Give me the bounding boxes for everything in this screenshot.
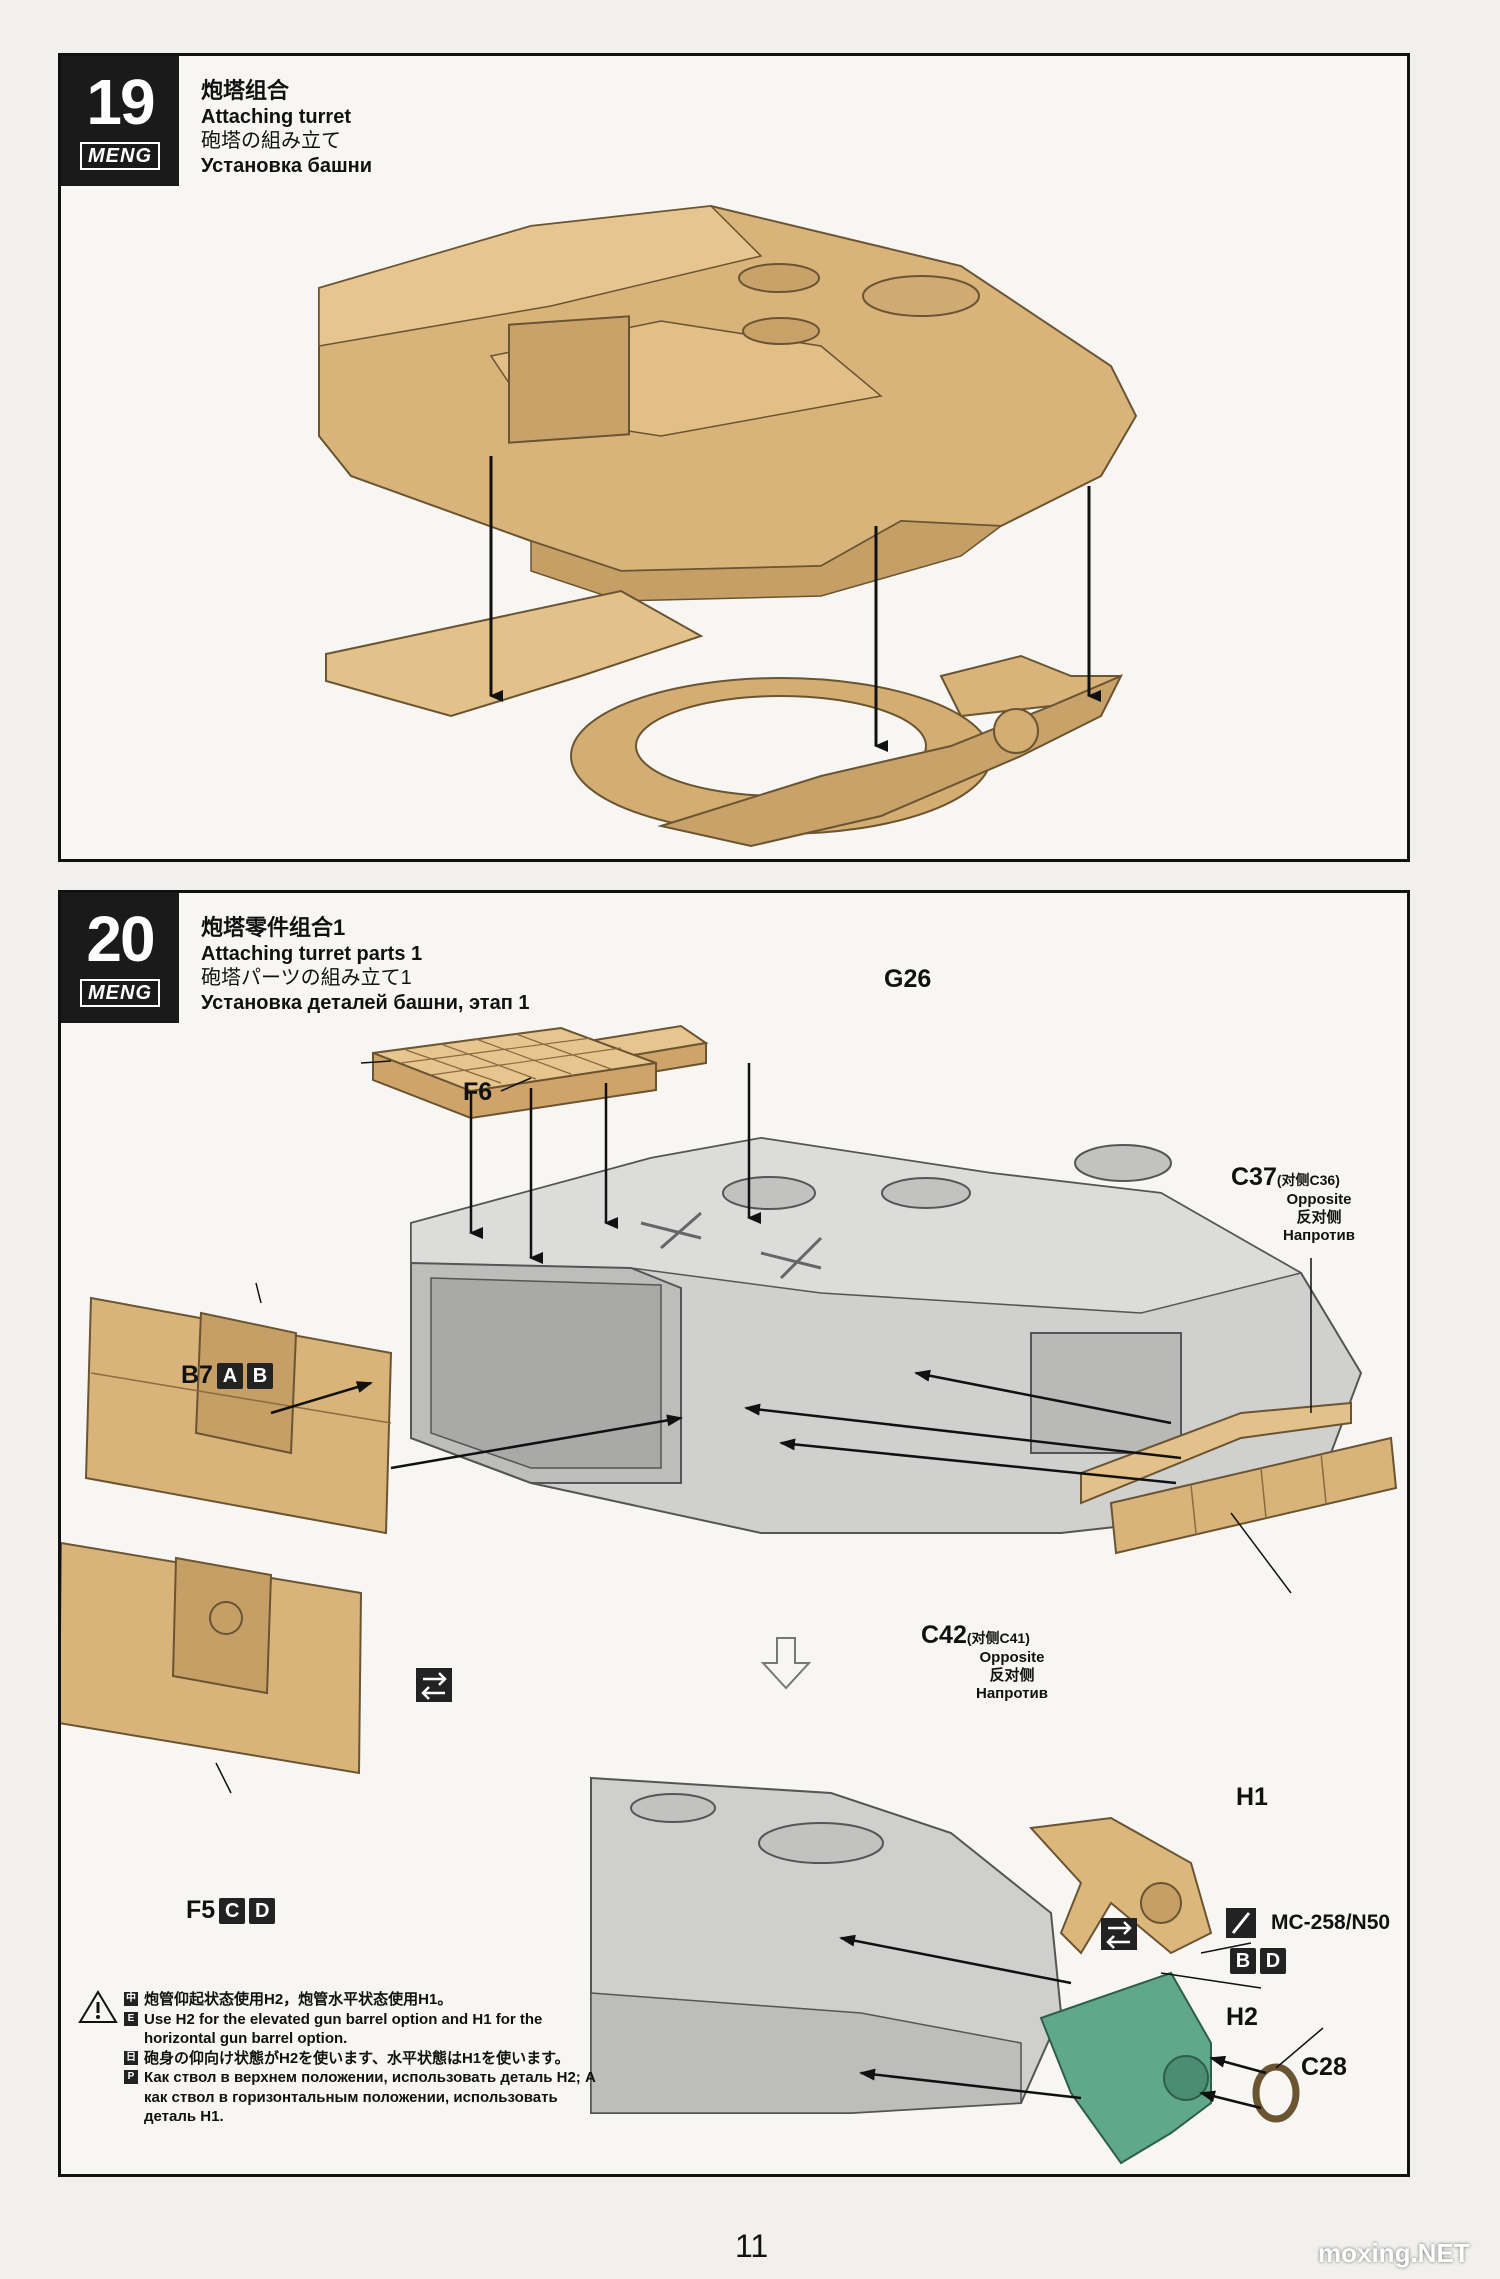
- version-badge: D: [249, 1898, 276, 1925]
- step-20-title-ja: 砲塔パーツの組み立て1: [201, 967, 412, 990]
- part-f5: [61, 1541, 363, 1775]
- step-19-title-ru: Установка башни: [201, 154, 373, 177]
- step-20-illustration: [61, 1024, 1398, 2165]
- note-en: Use H2 for the elevated gun barrel optio…: [144, 2010, 543, 2048]
- opposite-ru: Напротив: [976, 1685, 1048, 1702]
- note-ru: Как ствол в верхнем положении, использов…: [144, 2069, 596, 2125]
- step-19-title-en: Attaching turret: [201, 105, 351, 128]
- opposite-ru: Напротив: [1283, 1227, 1355, 1244]
- part-b7: [84, 1296, 393, 1535]
- label-c37-opposite: Opposite 反对侧 Напротив: [1283, 1191, 1355, 1245]
- step-19-title-ja: 砲塔の組み立て: [201, 130, 341, 153]
- step-20-titles: 炮塔零件组合1 Attaching turret parts 1 砲塔パーツの組…: [201, 915, 530, 1015]
- step-20-title-zh: 炮塔零件组合1: [201, 915, 346, 940]
- step-19-panel: 19 MENG 炮塔组合 Attaching turret 砲塔の組み立て Ус…: [58, 53, 1410, 862]
- opposite-zh: 反对侧: [1296, 1209, 1342, 1226]
- note-zh: 炮管仰起状态使用H2，炮管水平状态使用H1。: [144, 1991, 453, 2008]
- label-h2: H2: [1226, 2003, 1258, 2031]
- label-c37: C37(对侧C36): [1231, 1163, 1340, 1192]
- label-c42-number: C42: [921, 1621, 967, 1649]
- page-number: 11: [735, 2228, 769, 2264]
- label-f6: F6: [463, 1078, 493, 1106]
- label-c28: C28: [1301, 2053, 1347, 2081]
- version-badge: D: [1260, 1948, 1286, 1975]
- step-20-badge: 20 MENG: [61, 893, 179, 1023]
- step-19-titles: 炮塔组合 Attaching turret 砲塔の組み立て Установка …: [201, 78, 372, 178]
- turret-grey-body: [410, 1136, 1363, 1534]
- warning-icon: [78, 1990, 118, 2023]
- turret-detail-view: [590, 1776, 1063, 2114]
- brand-logo: MENG: [80, 142, 160, 170]
- label-c42: C42(对侧C41): [921, 1621, 1030, 1650]
- swap-icon-2: [1101, 1918, 1137, 1950]
- label-b7-number: B7: [181, 1361, 213, 1389]
- note-ja: 砲身の仰向け状態がH2を使います、水平状態はH1を使います。: [144, 2049, 570, 2067]
- opposite-en: Opposite: [979, 1649, 1045, 1666]
- part-c42: [1109, 1436, 1398, 1555]
- part-c28: [1252, 2063, 1300, 2123]
- label-f5-number: F5: [186, 1896, 216, 1924]
- version-badge: B: [1230, 1948, 1256, 1975]
- step-20-title-ru: Установка деталей башни, этап 1: [201, 991, 530, 1014]
- part-h2: [1039, 1971, 1212, 2165]
- label-paint: MC-258/N50: [1271, 1911, 1391, 1934]
- step-20-panel: 20 MENG 炮塔零件组合1 Attaching turret parts 1…: [58, 890, 1410, 2177]
- swap-icon: [416, 1668, 452, 1702]
- version-badge: C: [219, 1898, 246, 1925]
- label-c37-opposite-code: (对侧C36): [1276, 1172, 1340, 1188]
- label-g26: G26: [884, 965, 932, 993]
- label-c37-number: C37: [1231, 1163, 1277, 1191]
- opposite-zh: 反对侧: [989, 1667, 1035, 1684]
- version-badge: A: [216, 1363, 243, 1390]
- turret-floor-and-ring: [325, 589, 1124, 848]
- step-19-title-zh: 炮塔组合: [201, 78, 290, 103]
- step-19-illustration: [318, 204, 1138, 848]
- watermark: moxing.NET: [1318, 2238, 1470, 2268]
- opposite-en: Opposite: [1286, 1191, 1352, 1208]
- step-20-number: 20: [86, 903, 155, 975]
- version-badge: B: [246, 1363, 273, 1390]
- label-h1: H1: [1236, 1783, 1268, 1811]
- brand-logo: MENG: [80, 979, 160, 1007]
- down-arrow-icon: [760, 1637, 812, 1690]
- part-c37: [1080, 1401, 1352, 1505]
- step-19-number: 19: [86, 66, 155, 138]
- label-c42-opposite-code: (对侧C41): [966, 1630, 1030, 1646]
- turret-upper-body: [318, 204, 1138, 602]
- label-c42-opposite: Opposite 反对侧 Напротив: [976, 1649, 1048, 1703]
- step-20-title-en: Attaching turret parts 1: [201, 942, 423, 965]
- step-19-badge: 19 MENG: [61, 56, 179, 186]
